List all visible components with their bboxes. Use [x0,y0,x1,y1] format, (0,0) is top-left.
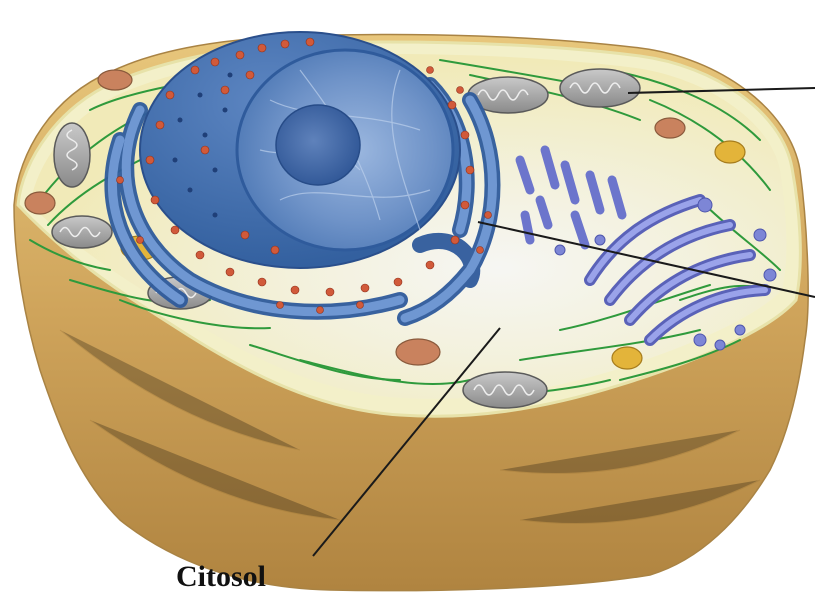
nucleolus-icon [276,105,360,185]
label-citosol: Citosol [176,560,266,594]
